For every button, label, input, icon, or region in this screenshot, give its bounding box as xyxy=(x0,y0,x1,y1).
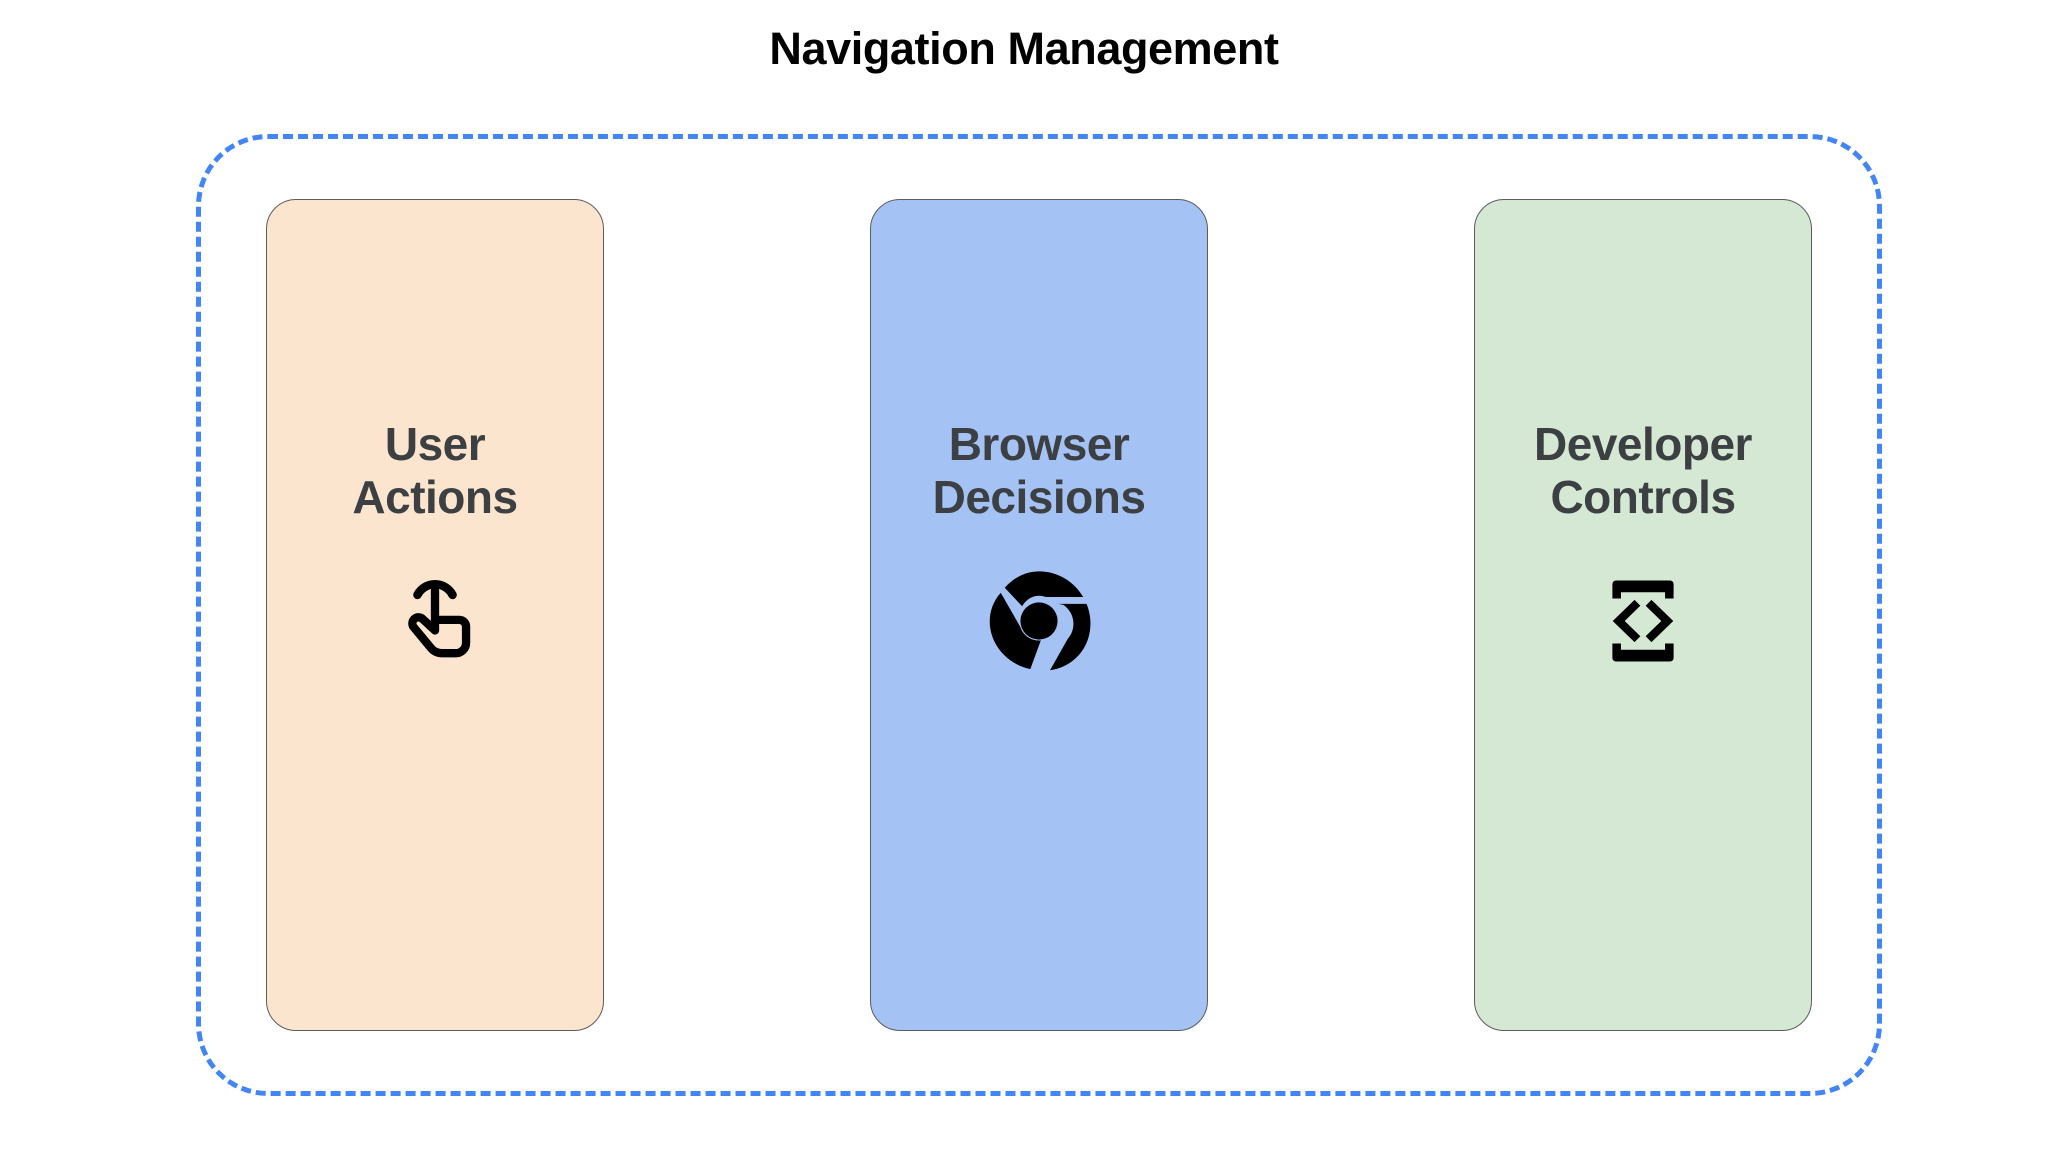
developer-mode-code-icon xyxy=(1589,567,1697,675)
card-label-user-actions: User Actions xyxy=(352,418,518,524)
card-developer-controls[interactable]: Developer Controls xyxy=(1474,199,1812,1031)
card-label-developer-controls: Developer Controls xyxy=(1534,418,1752,524)
page-title: Navigation Management xyxy=(769,23,1279,74)
card-user-actions[interactable]: User Actions xyxy=(266,199,604,1031)
touch-tap-gesture-icon xyxy=(381,567,489,675)
card-label-browser-decisions: Browser Decisions xyxy=(932,418,1146,524)
card-row: User Actions Browser Decisions xyxy=(196,134,1882,1096)
card-browser-decisions[interactable]: Browser Decisions xyxy=(870,199,1208,1031)
dashed-group-container xyxy=(196,134,1882,1096)
chrome-browser-icon xyxy=(985,567,1093,675)
